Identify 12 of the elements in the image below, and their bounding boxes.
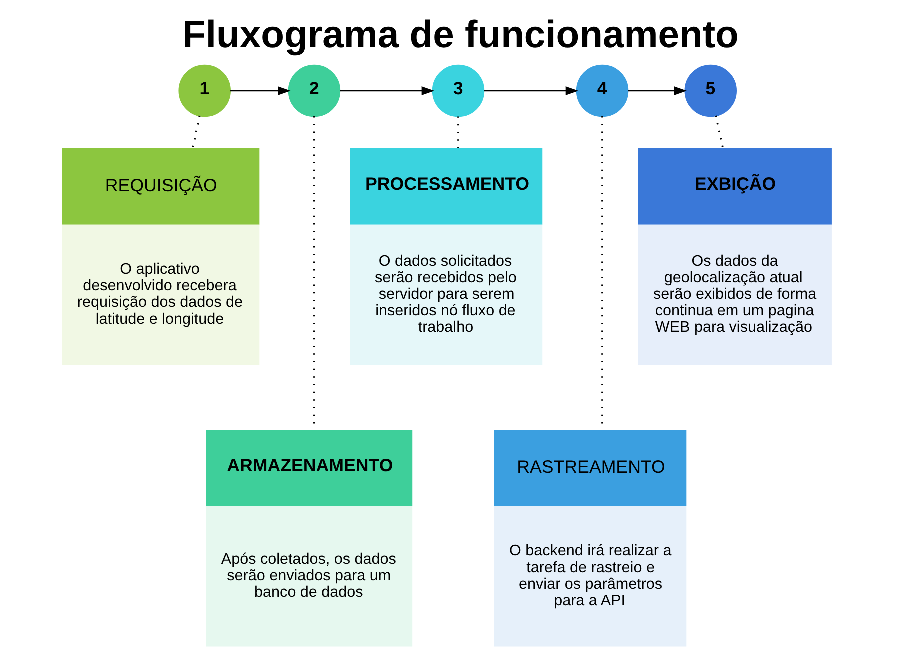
arrow	[340, 86, 435, 96]
node-circle: 4	[576, 64, 629, 118]
node-circle: 3	[432, 64, 485, 118]
node-circle: 1	[178, 64, 231, 118]
arrow	[628, 86, 688, 96]
diagram-title: Fluxograma de funcionamento	[182, 14, 739, 57]
connector	[192, 116, 201, 148]
node-circle: 2	[288, 64, 341, 118]
connector	[715, 116, 724, 148]
node-circle: 5	[684, 64, 737, 118]
arrow	[484, 86, 579, 96]
arrow	[230, 86, 291, 96]
